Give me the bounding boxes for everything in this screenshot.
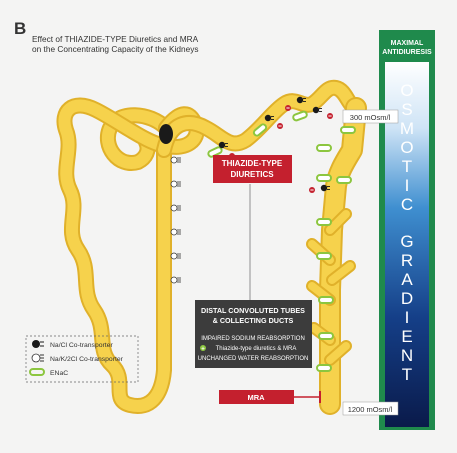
maximal-antidiuresis-box	[385, 36, 429, 59]
gradient-letter: N	[401, 346, 413, 365]
enac-channel-icon	[316, 144, 332, 152]
osm-bottom-label: 1200 mOsm/l	[342, 401, 399, 416]
gradient-letter: T	[402, 157, 412, 176]
nkcc-transporter-icon	[170, 156, 181, 164]
gradient-letter: M	[400, 119, 414, 138]
ncc-transporter-icon	[264, 114, 274, 122]
dct-line-3: UNCHANGED WATER REABSORPTION	[198, 356, 309, 362]
dct-heading-1: DISTAL CONVOLUTED TUBES	[201, 306, 305, 315]
enac-channel-icon	[318, 332, 334, 340]
maximal-line-1: MAXIMAL	[391, 40, 424, 47]
gradient-letter: A	[401, 270, 413, 289]
gradient-letter: I	[405, 308, 410, 327]
legend-item-3: ENaC	[50, 370, 68, 377]
ncc-transporter-icon	[312, 106, 322, 114]
ncc-transporter-icon	[320, 184, 330, 192]
thiazide-line-2: DIURETICS	[230, 170, 274, 179]
gradient-letter: E	[401, 327, 412, 346]
thiazide-box: THIAZIDE-TYPE DIURETICS	[213, 155, 292, 183]
legend-frame	[25, 335, 139, 383]
enac-channel-icon	[207, 146, 223, 158]
thiazide-line-1: THIAZIDE-TYPE	[222, 159, 283, 168]
enac-channel-icon	[316, 364, 332, 372]
dct-line-2: Thiazide-type diuretics & MRA	[216, 346, 297, 352]
enac-channel-icon	[316, 174, 332, 182]
mra-label: MRA	[247, 393, 265, 402]
distal-tubule	[158, 81, 362, 156]
ncc-transporter-icon	[218, 141, 228, 149]
dct-heading-2: & COLLECTING DUCTS	[213, 316, 294, 325]
ncc-transporter-icon	[296, 96, 306, 104]
enac-channel-icon	[340, 126, 356, 134]
title-line-1: Effect of THIAZIDE-TYPE Diuretics and MR…	[32, 34, 199, 44]
gradient-letter: C	[401, 195, 413, 214]
proximal-tubule	[102, 109, 172, 169]
panel-label: B	[14, 19, 26, 38]
title-line-2: on the Concentrating Capacity of the Kid…	[32, 44, 199, 54]
dct-line-1: IMPAIRED SODIUM REABSORPTION	[201, 336, 305, 342]
gradient-letter: R	[401, 251, 413, 270]
nkcc-legend-icon	[31, 353, 44, 363]
enac-channel-icon	[316, 252, 332, 260]
enac-channel-icon	[316, 218, 332, 226]
minus-icon	[309, 187, 315, 193]
gradient-letter: O	[400, 81, 413, 100]
svg-text:+: +	[201, 347, 205, 353]
legend: Na/Cl Co-transporter Na/K/2Cl Co-transpo…	[25, 335, 139, 383]
minus-icon	[277, 123, 283, 129]
nkcc-transporter-icon	[170, 276, 181, 284]
legend-item-2: Na/K/2Cl Co-transporter	[50, 356, 124, 363]
gradient-letter: I	[405, 176, 410, 195]
enac-channel-icon	[318, 296, 334, 304]
osm-top-label: 300 mOsm/l	[342, 109, 399, 124]
gradient-letter: S	[401, 100, 412, 119]
dct-info-box: DISTAL CONVOLUTED TUBES & COLLECTING DUC…	[195, 300, 312, 368]
enac-channel-icon	[336, 176, 352, 184]
nkcc-transporters	[170, 156, 181, 284]
ncc-transporters	[218, 96, 333, 193]
collecting-duct	[321, 99, 365, 413]
enac-channel-icon	[252, 123, 268, 137]
nkcc-transporter-icon	[170, 204, 181, 212]
gradient-letter: D	[401, 289, 413, 308]
nkcc-transporter-icon	[170, 252, 181, 260]
svg-text:300 mOsm/l: 300 mOsm/l	[350, 113, 391, 122]
nkcc-transporter-icon	[170, 180, 181, 188]
maximal-line-2: ANTIDIURESIS	[382, 49, 432, 56]
ncc-legend-icon	[32, 340, 44, 348]
macula-cap	[159, 124, 173, 144]
gradient-letter: G	[400, 232, 413, 251]
enac-legend-icon	[29, 368, 45, 376]
gradient-letter: O	[400, 138, 413, 157]
legend-item-1: Na/Cl Co-transporter	[50, 342, 113, 349]
enac-channels	[207, 110, 356, 372]
enac-channel-icon	[292, 110, 308, 122]
svg-text:1200 mOsm/l: 1200 mOsm/l	[348, 405, 393, 414]
minus-icon	[285, 105, 291, 111]
nephron-tubule	[56, 79, 367, 415]
nkcc-transporter-icon	[170, 228, 181, 236]
gradient-letter: T	[402, 365, 412, 384]
plus-icon	[200, 345, 206, 351]
minus-icon	[327, 113, 333, 119]
mra-box: MRA	[219, 390, 321, 404]
